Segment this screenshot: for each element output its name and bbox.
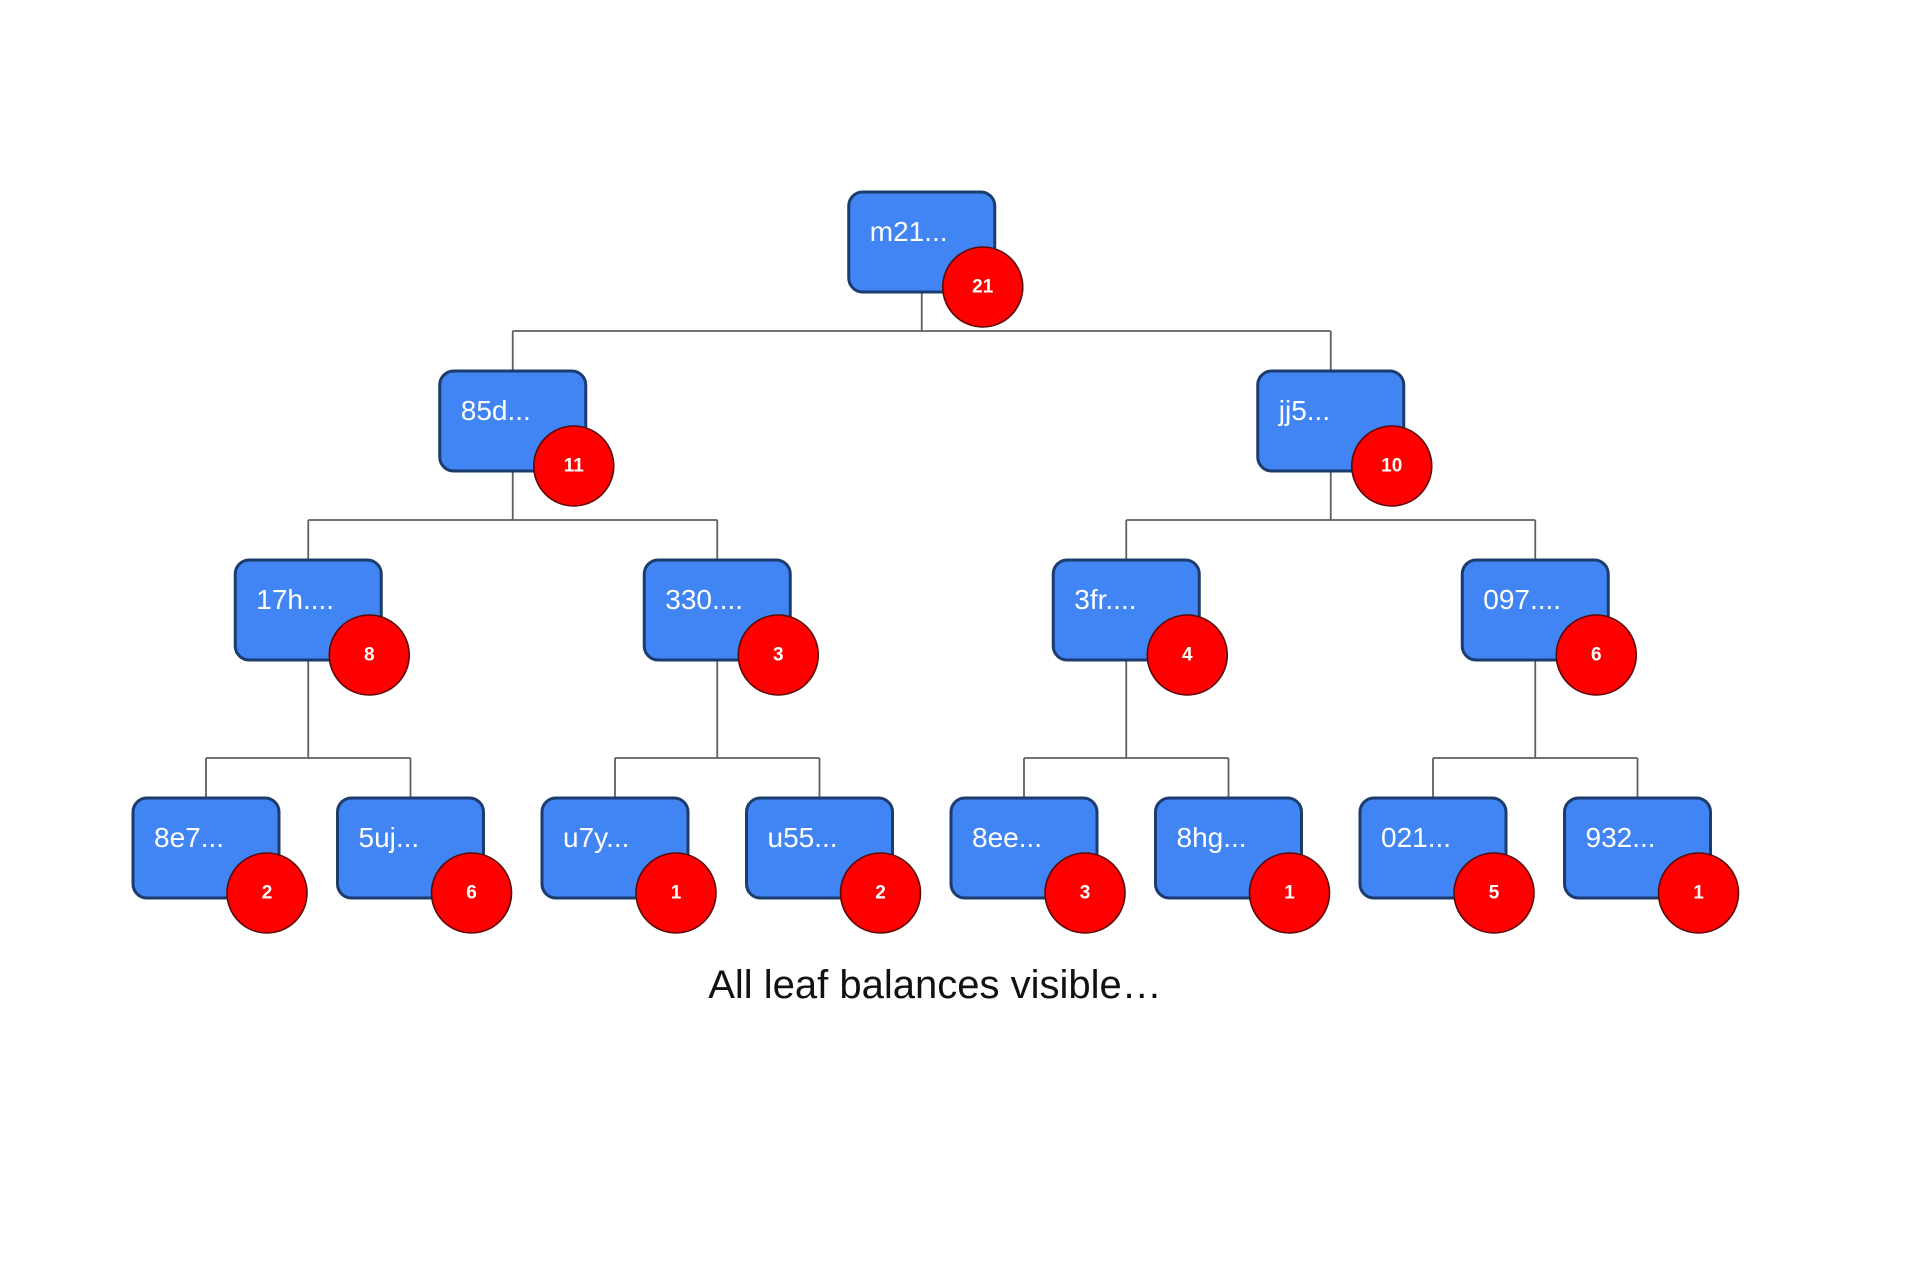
node-hash-label: m21... bbox=[870, 216, 948, 247]
tree-node-root-2-2: 097.... 6 bbox=[1460, 558, 1638, 696]
node-hash-label: 17h.... bbox=[256, 584, 334, 615]
balance-value: 4 bbox=[1182, 645, 1193, 666]
balance-value: 2 bbox=[875, 883, 886, 904]
tree-node-root-1-1: 17h.... 8 bbox=[233, 558, 411, 696]
tree-edge-root bbox=[511, 292, 1332, 371]
node-hash-label: 330.... bbox=[665, 584, 743, 615]
balance-badge bbox=[635, 852, 717, 934]
balance-badge bbox=[1248, 852, 1331, 934]
tree-node-root-1-1-2: 5uj... 6 bbox=[336, 796, 513, 934]
tree-node-root-2-1-1: 8ee... 3 bbox=[949, 796, 1126, 934]
balance-value: 1 bbox=[1284, 883, 1295, 904]
tree-edge-root-1 bbox=[307, 471, 719, 560]
edges-layer bbox=[205, 292, 1639, 798]
balance-badge bbox=[328, 614, 411, 696]
balance-value: 3 bbox=[773, 645, 784, 666]
balance-badge bbox=[1453, 852, 1535, 934]
node-hash-label: u7y... bbox=[563, 822, 629, 853]
node-hash-label: 021... bbox=[1381, 822, 1451, 853]
tree-node-root-2-2-1: 021... 5 bbox=[1358, 796, 1535, 934]
balance-value: 8 bbox=[364, 645, 375, 666]
node-hash-label: 5uj... bbox=[359, 822, 420, 853]
node-hash-label: 8e7... bbox=[154, 822, 224, 853]
balance-value: 2 bbox=[262, 883, 273, 904]
node-hash-label: 8ee... bbox=[972, 822, 1042, 853]
balance-badge bbox=[1657, 852, 1740, 934]
tree-node-root-2: jj5... 10 bbox=[1256, 369, 1433, 507]
node-hash-label: u55... bbox=[768, 822, 838, 853]
balance-value: 6 bbox=[466, 883, 477, 904]
node-hash-label: jj5... bbox=[1278, 395, 1330, 426]
node-hash-label: 8hg... bbox=[1177, 822, 1247, 853]
tree-node-root-1: 85d... 11 bbox=[438, 369, 615, 507]
balance-badge bbox=[430, 852, 513, 934]
balance-value: 6 bbox=[1591, 645, 1602, 666]
balance-value: 5 bbox=[1489, 883, 1500, 904]
balance-badge bbox=[226, 852, 308, 934]
tree-edge-root-1-2 bbox=[614, 660, 821, 798]
tree-node-root: m21... 21 bbox=[847, 190, 1024, 328]
balance-badge bbox=[737, 614, 820, 696]
balance-badge bbox=[532, 425, 615, 507]
balance-badge bbox=[1555, 614, 1638, 696]
tree-edge-root-2-2 bbox=[1432, 660, 1639, 798]
balance-value: 3 bbox=[1080, 883, 1091, 904]
tree-node-root-1-2: 330.... 3 bbox=[642, 558, 820, 696]
balance-value: 1 bbox=[1693, 883, 1704, 904]
node-hash-label: 3fr.... bbox=[1074, 584, 1136, 615]
balance-value: 1 bbox=[671, 883, 682, 904]
node-hash-label: 932... bbox=[1586, 822, 1656, 853]
tree-edge-root-2-1 bbox=[1023, 660, 1230, 798]
diagram-caption: All leaf balances visible… bbox=[708, 963, 1162, 1007]
balance-badge bbox=[1146, 614, 1229, 696]
tree-edge-root-1-1 bbox=[205, 660, 412, 798]
balance-badge bbox=[839, 852, 922, 934]
tree-node-root-2-1: 3fr.... 4 bbox=[1051, 558, 1229, 696]
tree-edge-root-2 bbox=[1125, 471, 1537, 560]
tree-node-root-2-1-2: 8hg... 1 bbox=[1154, 796, 1331, 934]
node-hash-label: 85d... bbox=[461, 395, 531, 426]
balance-badge bbox=[941, 246, 1024, 328]
tree-node-root-1-2-2: u55... 2 bbox=[745, 796, 922, 934]
tree-node-root-2-2-2: 932... 1 bbox=[1563, 796, 1740, 934]
balance-badge bbox=[1044, 852, 1126, 934]
node-hash-label: 097.... bbox=[1483, 584, 1561, 615]
tree-node-root-1-2-1: u7y... 1 bbox=[540, 796, 717, 934]
balance-value: 10 bbox=[1381, 456, 1402, 477]
balance-value: 11 bbox=[564, 456, 585, 477]
nodes-layer: m21...2185d...1117h....88e7...25uj...633… bbox=[131, 190, 1740, 934]
balance-badge bbox=[1350, 425, 1433, 507]
balance-value: 21 bbox=[972, 277, 994, 298]
tree-node-root-1-1-1: 8e7... 2 bbox=[131, 796, 308, 934]
